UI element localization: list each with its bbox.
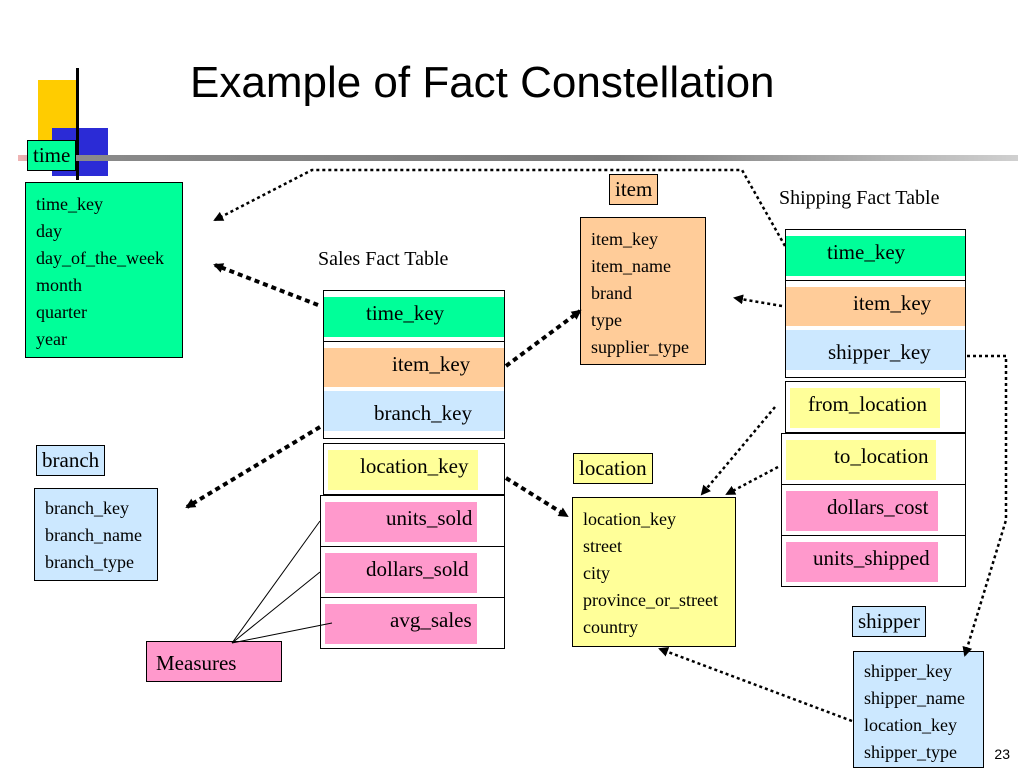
slide-title: Example of Fact Constellation	[190, 58, 775, 107]
time-field: year	[36, 329, 67, 349]
shipping-key-row: shipper_key	[785, 326, 966, 378]
time-field: day	[36, 221, 62, 241]
time-dimension-table: time_key day day_of_the_week month quart…	[25, 182, 183, 358]
sales-key-label: time_key	[366, 301, 445, 325]
location-dimension-table: location_key street city province_or_str…	[572, 497, 736, 647]
sales-key-row: branch_key	[323, 387, 505, 439]
shipping-key-row: from_location	[785, 381, 966, 433]
shipper-location-arrow	[658, 647, 853, 723]
sales-measure-row: units_sold	[320, 495, 505, 547]
shipper-field: shipper_type	[864, 742, 957, 762]
location-field: city	[583, 563, 610, 583]
branch-label: branch	[36, 445, 106, 476]
shipping-key-label: shipper_key	[828, 340, 931, 364]
item-field: item_name	[591, 256, 671, 276]
shipping-key-label: item_key	[853, 291, 932, 315]
sales-branch-arrow	[185, 425, 322, 509]
location-field: province_or_street	[583, 590, 718, 610]
sales-key-row: time_key	[323, 290, 505, 342]
item-field: supplier_type	[591, 337, 689, 357]
shipping-fact-title: Shipping Fact Table	[779, 187, 940, 209]
shipping-shipper-arrow	[962, 354, 1008, 657]
title-divider	[18, 155, 1018, 161]
page-number: 23	[994, 746, 1010, 762]
shipping-measure-label: units_shipped	[813, 546, 930, 570]
shipping-key-row: to_location	[781, 433, 966, 485]
item-dimension-table: item_key item_name brand type supplier_t…	[580, 217, 706, 365]
measures-label: Measures	[146, 641, 282, 682]
shipping-key-label: to_location	[834, 444, 929, 468]
shipping-key-row: time_key	[785, 229, 966, 281]
location-label: location	[573, 453, 653, 484]
time-field: time_key	[36, 194, 103, 214]
branch-field: branch_type	[45, 552, 134, 572]
branch-field: branch_key	[45, 498, 129, 518]
shipping-time-arrow	[213, 168, 787, 247]
branch-dimension-table: branch_key branch_name branch_type	[34, 488, 158, 581]
sales-fact-title: Sales Fact Table	[318, 248, 449, 270]
time-label: time	[27, 140, 77, 171]
measures-line	[231, 622, 333, 644]
shipper-field: shipper_name	[864, 688, 965, 708]
shipping-measure-row: dollars_cost	[781, 484, 966, 536]
sales-time-arrow	[213, 263, 319, 307]
to-location-arrow	[725, 465, 779, 496]
location-field: street	[583, 536, 622, 556]
shipper-field: shipper_key	[864, 661, 952, 681]
sales-key-label: item_key	[392, 352, 471, 376]
item-field: brand	[591, 283, 632, 303]
location-field: location_key	[583, 509, 676, 529]
measures-line	[231, 571, 321, 644]
shipper-field: location_key	[864, 715, 957, 735]
item-field: item_key	[591, 229, 658, 249]
shipper-label: shipper	[852, 606, 926, 637]
sales-measure-label: dollars_sold	[366, 557, 469, 581]
time-field: month	[36, 275, 83, 295]
sales-key-row: item_key	[323, 341, 505, 393]
time-field: quarter	[36, 302, 87, 322]
decor-vertical-line	[76, 68, 79, 180]
sales-location-arrow	[504, 476, 569, 518]
sales-key-row: location_key	[323, 443, 505, 495]
shipping-measure-row: units_shipped	[781, 535, 966, 587]
shipping-key-label: time_key	[827, 240, 906, 264]
item-field: type	[591, 310, 622, 330]
measures-line	[231, 520, 321, 644]
sales-key-label: location_key	[360, 454, 469, 478]
sales-measure-label: avg_sales	[390, 608, 472, 632]
sales-measure-label: units_sold	[386, 506, 473, 530]
sales-key-label: branch_key	[374, 401, 472, 425]
branch-field: branch_name	[45, 525, 142, 545]
item-label: item	[609, 174, 659, 205]
sales-item-arrow	[504, 309, 582, 368]
time-field: day_of_the_week	[36, 248, 164, 268]
sales-measure-row: avg_sales	[320, 597, 505, 649]
shipping-measure-label: dollars_cost	[827, 495, 929, 519]
location-field: country	[583, 617, 638, 637]
shipping-item-arrow	[733, 294, 783, 308]
shipping-key-label: from_location	[808, 392, 927, 416]
from-location-arrow	[700, 406, 776, 496]
shipper-dimension-table: shipper_key shipper_name location_key sh…	[853, 651, 984, 768]
